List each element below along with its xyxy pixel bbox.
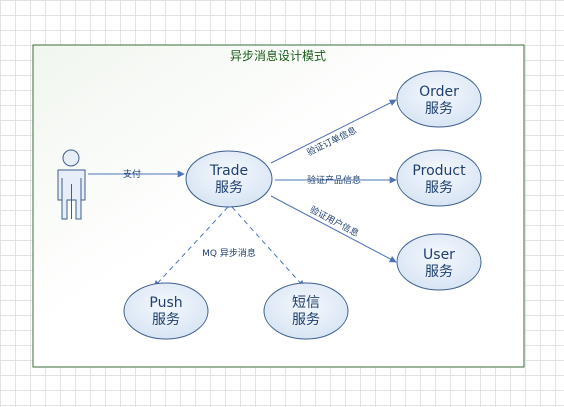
edge-verify-order	[270, 99, 397, 164]
node-product-line1: Product	[412, 163, 466, 179]
node-order-line2: 服务	[425, 101, 453, 117]
edge-verify-user	[270, 195, 397, 263]
node-order-service: Order 服务	[396, 70, 482, 128]
edge-label-mq: MQ 异步消息	[202, 247, 256, 259]
node-order-line1: Order	[419, 84, 459, 100]
node-sms-line1: 短信	[292, 295, 320, 311]
node-user-service: User 服务	[396, 233, 482, 291]
node-trade-service: Trade 服务	[185, 150, 273, 208]
edge-label-pay: 支付	[123, 168, 141, 180]
node-product-service: Product 服务	[396, 149, 482, 207]
node-trade-line2: 服务	[215, 180, 243, 196]
edge-mq-push	[153, 206, 229, 288]
node-push-service: Push 服务	[123, 282, 209, 340]
edge-label-verify-product: 验证产品信息	[307, 174, 361, 186]
node-trade-line1: Trade	[209, 163, 248, 179]
node-user-line1: User	[423, 247, 455, 263]
node-user-line2: 服务	[425, 264, 453, 280]
node-sms-service: 短信 服务	[263, 282, 349, 340]
user-actor-icon	[57, 149, 86, 220]
node-push-line2: 服务	[152, 312, 180, 328]
node-sms-line2: 服务	[292, 312, 320, 328]
diagram-title: 异步消息设计模式	[230, 48, 326, 63]
node-push-line1: Push	[149, 295, 182, 311]
node-product-line2: 服务	[425, 180, 453, 196]
